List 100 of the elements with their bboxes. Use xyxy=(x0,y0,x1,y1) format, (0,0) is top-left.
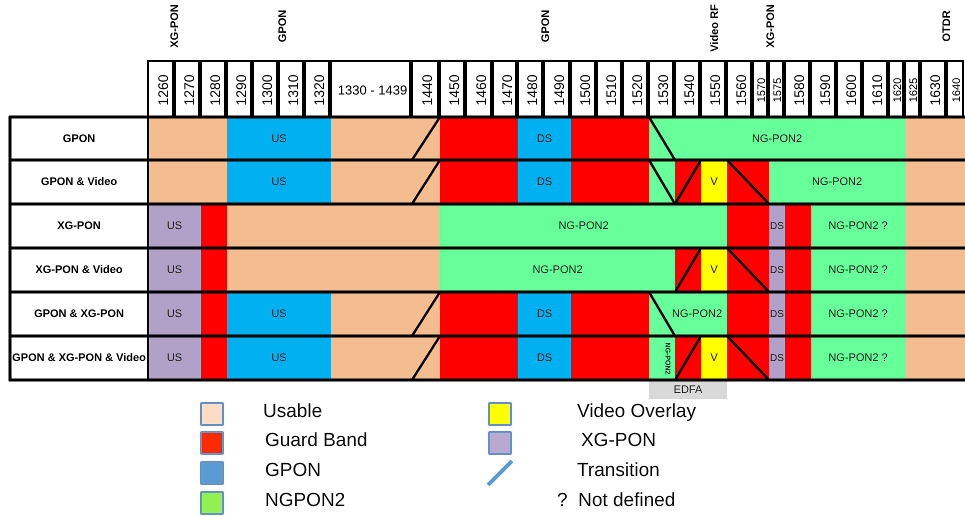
band-segment xyxy=(518,160,571,204)
band-segment xyxy=(769,336,785,380)
band-segment xyxy=(811,248,905,292)
legend-label: Transition xyxy=(577,460,660,482)
band-segment xyxy=(518,292,571,336)
wavelength-label: 1440 xyxy=(419,74,435,106)
band-segment xyxy=(148,248,201,292)
band-label: NG-PON2 xyxy=(812,176,862,188)
band-label: NG-PON2 xyxy=(558,220,609,232)
band-segment xyxy=(649,117,905,160)
band-segment xyxy=(811,292,905,336)
band-segment xyxy=(148,204,201,248)
band-segment xyxy=(769,248,785,292)
band-label: NG-PON2 xyxy=(532,264,583,276)
band-segment xyxy=(518,336,571,380)
band-segment xyxy=(148,336,201,380)
band-label: DS xyxy=(536,176,552,188)
band-segment xyxy=(440,248,675,292)
band-label: DS xyxy=(536,132,552,144)
wavelength-label: 1270 xyxy=(181,74,197,106)
legend-label: GPON xyxy=(265,460,321,482)
amplifier-box xyxy=(649,381,727,399)
wavelength-label: 1620 xyxy=(892,78,904,102)
wavelength-label: 1600 xyxy=(843,74,859,106)
band-label: US xyxy=(271,308,287,320)
band-label: DS xyxy=(536,308,552,320)
band-segment xyxy=(701,160,727,204)
band-segment xyxy=(227,160,331,204)
row-label: GPON & Video xyxy=(40,176,118,188)
wavelength-label: 1500 xyxy=(577,74,593,106)
wavelength-label: 1540 xyxy=(681,74,697,106)
band-heading: OTDR xyxy=(941,10,953,42)
band-segment xyxy=(649,336,675,380)
wavelength-label: 1575 xyxy=(772,78,784,102)
wavelength-label: 1290 xyxy=(233,74,249,106)
band-label: DS xyxy=(536,352,552,364)
band-heading: GPON xyxy=(540,10,552,42)
wavelength-label: 1580 xyxy=(791,74,807,106)
band-segment xyxy=(769,292,785,336)
band-label: V xyxy=(710,352,718,364)
wavelength-label: 1520 xyxy=(629,74,645,106)
band-label: US xyxy=(166,352,182,364)
band-segment xyxy=(227,292,331,336)
band-segment xyxy=(649,292,727,336)
wavelength-label: 1610 xyxy=(869,74,885,106)
band-heading: XG-PON xyxy=(765,4,777,48)
wavelength-label: 1450 xyxy=(446,74,462,106)
band-segment xyxy=(148,292,201,336)
legend-label: XG-PON xyxy=(581,430,656,452)
row-label: GPON & XG-PON xyxy=(34,308,124,320)
band-label: US xyxy=(166,220,182,232)
band-segment xyxy=(811,204,905,248)
wavelength-label: 1320 xyxy=(311,74,327,106)
band-segment xyxy=(227,336,331,380)
wavelength-label: 1490 xyxy=(550,74,566,106)
band-heading: Video RF xyxy=(709,4,721,52)
band-label: NG-PON2 xyxy=(752,132,802,144)
row-label: GPON xyxy=(62,132,96,144)
band-segment xyxy=(518,117,571,160)
band-label: NG-PON2 ? xyxy=(828,308,888,320)
band-label: US xyxy=(166,308,182,320)
band-label: NG-PON2 ? xyxy=(828,220,888,232)
wavelength-label: 1590 xyxy=(817,74,833,106)
band-segment xyxy=(811,336,905,380)
wavelength-label: 1550 xyxy=(707,74,723,106)
wavelength-label: 1630 xyxy=(927,74,943,106)
wavelength-label: 1300 xyxy=(259,74,275,106)
wavelength-label: 1640 xyxy=(951,78,963,102)
wavelength-label: 1260 xyxy=(154,74,170,106)
band-label: NG-PON2 ? xyxy=(828,264,888,276)
band-heading: XG-PON xyxy=(169,4,181,48)
legend-label: ? Not defined xyxy=(557,490,676,512)
band-segment xyxy=(769,160,905,204)
wavelength-label: 1530 xyxy=(655,74,671,106)
band-label: DS xyxy=(770,352,784,364)
wavelength-label: 1460 xyxy=(472,74,488,106)
wavelength-label: 1470 xyxy=(498,74,514,106)
band-label: US xyxy=(271,352,287,364)
row-label: XG-PON xyxy=(57,220,101,232)
band-segment xyxy=(701,248,727,292)
wavelength-label: 1510 xyxy=(603,74,619,106)
legend-label: Guard Band xyxy=(265,430,368,452)
band-segment xyxy=(701,336,727,380)
legend-label: NGPON2 xyxy=(265,490,346,512)
band-heading: GPON xyxy=(277,10,289,42)
band-label: V xyxy=(710,176,718,188)
band-label: V xyxy=(710,264,718,276)
band-label: EDFA xyxy=(674,384,702,396)
band-segment xyxy=(440,204,727,248)
band-label: NG-PON2 xyxy=(670,308,722,320)
wavelength-label: 1625 xyxy=(908,78,920,102)
row-label: GPON & XG-PON & Video xyxy=(12,352,146,364)
wavelength-label: 1280 xyxy=(207,74,223,106)
band-label: US xyxy=(271,176,287,188)
row-label: XG-PON & Video xyxy=(35,264,123,276)
band-label: US xyxy=(271,132,287,144)
legend-label: Video Overlay xyxy=(577,401,696,423)
band-label: DS xyxy=(770,308,784,320)
wavelength-label: 1570 xyxy=(756,78,768,102)
band-segment xyxy=(769,204,785,248)
